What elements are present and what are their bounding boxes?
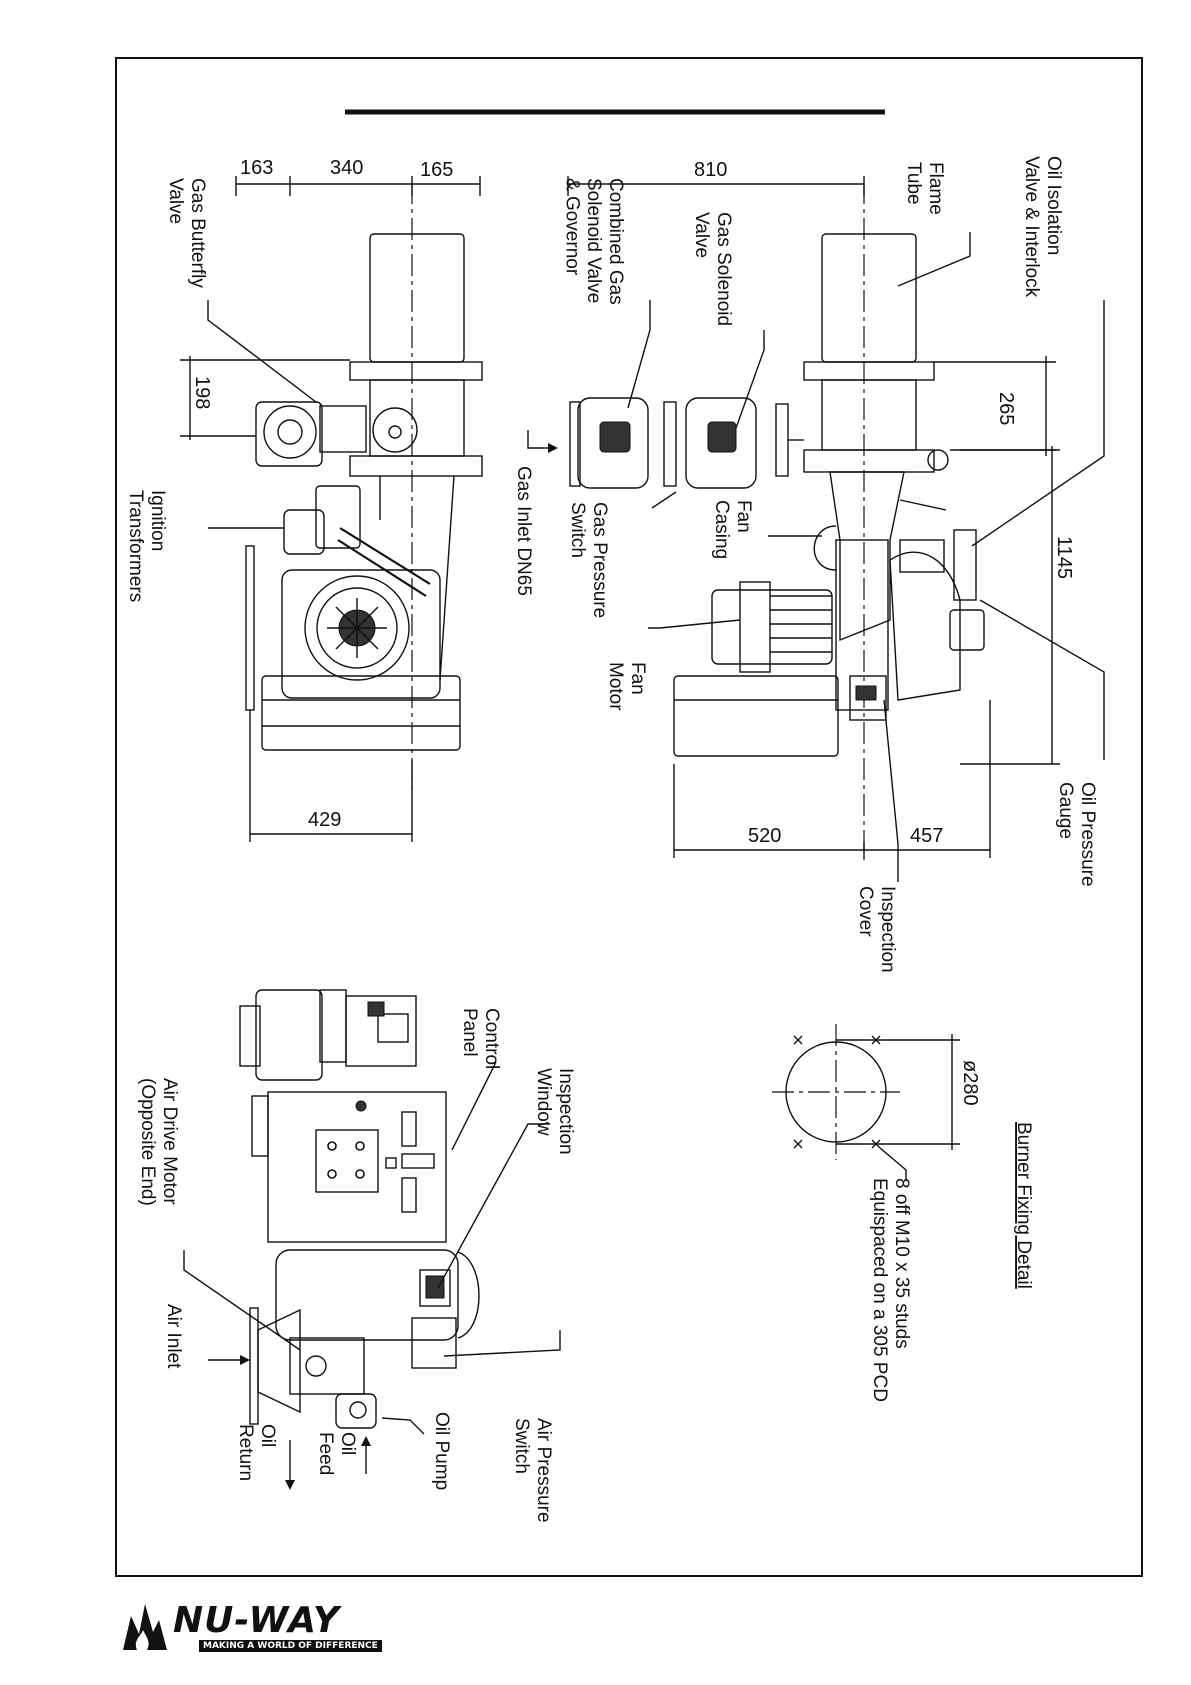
nuway-logo: NU-WAY MAKING A WORLD OF DIFFERENCE bbox=[115, 1596, 382, 1656]
side-view-right bbox=[567, 176, 1105, 882]
dim-198: 198 bbox=[191, 376, 213, 409]
side-view-left bbox=[180, 176, 558, 842]
flame-icon bbox=[123, 1604, 167, 1650]
label-ignition-transformers: IgnitionTransformers bbox=[125, 490, 168, 602]
label-fan-motor: FanMotor bbox=[605, 662, 648, 711]
dim-520: 520 bbox=[748, 825, 781, 847]
label-control-panel: ControlPanel bbox=[459, 1008, 502, 1069]
drawing-frame bbox=[115, 57, 1143, 1577]
dim-429: 429 bbox=[308, 809, 341, 831]
dim-1145: 1145 bbox=[1053, 536, 1075, 579]
label-air-drive-motor: Air Drive Motor(Opposite End) bbox=[137, 1078, 180, 1206]
dim-457: 457 bbox=[910, 825, 943, 847]
label-air-inlet: Air Inlet bbox=[163, 1304, 184, 1369]
dim-340: 340 bbox=[330, 157, 363, 179]
dim-165: 165 bbox=[420, 159, 453, 181]
burner-fixing-detail bbox=[772, 1024, 960, 1180]
plan-view bbox=[183, 989, 561, 1490]
label-inspection-cover: InspectionCover bbox=[855, 886, 898, 973]
dim-265: 265 bbox=[995, 392, 1017, 425]
label-gas-butterfly-valve: Gas ButterflyValve bbox=[165, 178, 208, 288]
dim-163: 163 bbox=[240, 157, 273, 179]
label-inspection-window: InspectionWindow bbox=[533, 1068, 576, 1155]
label-studs: 8 off M10 x 35 studsEquispaced on a 305 … bbox=[869, 1178, 912, 1402]
logo-wordmark: NU-WAY bbox=[173, 1600, 340, 1641]
label-gas-inlet: Gas Inlet DN65 bbox=[513, 466, 534, 596]
label-oil-return: OilReturn bbox=[235, 1424, 278, 1481]
dim-280: ø280 bbox=[959, 1060, 981, 1106]
label-combined-gas: Combined GasSolenoid Valve& Governor bbox=[561, 178, 626, 305]
label-flame-tube: FlameTube bbox=[903, 162, 946, 215]
dim-810: 810 bbox=[694, 159, 727, 181]
label-oil-feed: OilFeed bbox=[315, 1432, 358, 1475]
label-fan-casing: FanCasing bbox=[711, 500, 754, 559]
label-air-pressure-switch: Air PressureSwitch bbox=[511, 1418, 554, 1523]
flame-tube-shape bbox=[369, 233, 465, 363]
label-oil-pressure-gauge: Oil PressureGauge bbox=[1055, 782, 1098, 887]
label-fixing-detail-title: Burner Fixing Detail bbox=[1013, 1122, 1034, 1289]
label-gas-solenoid: Gas SolenoidValve bbox=[691, 212, 734, 326]
label-oil-pump: Oil Pump bbox=[431, 1412, 452, 1490]
logo-tagline: MAKING A WORLD OF DIFFERENCE bbox=[199, 1640, 382, 1652]
label-gas-pressure-switch: Gas PressureSwitch bbox=[567, 502, 610, 618]
label-oil-isolation: Oil IsolationValve & Interlock bbox=[1021, 156, 1064, 298]
